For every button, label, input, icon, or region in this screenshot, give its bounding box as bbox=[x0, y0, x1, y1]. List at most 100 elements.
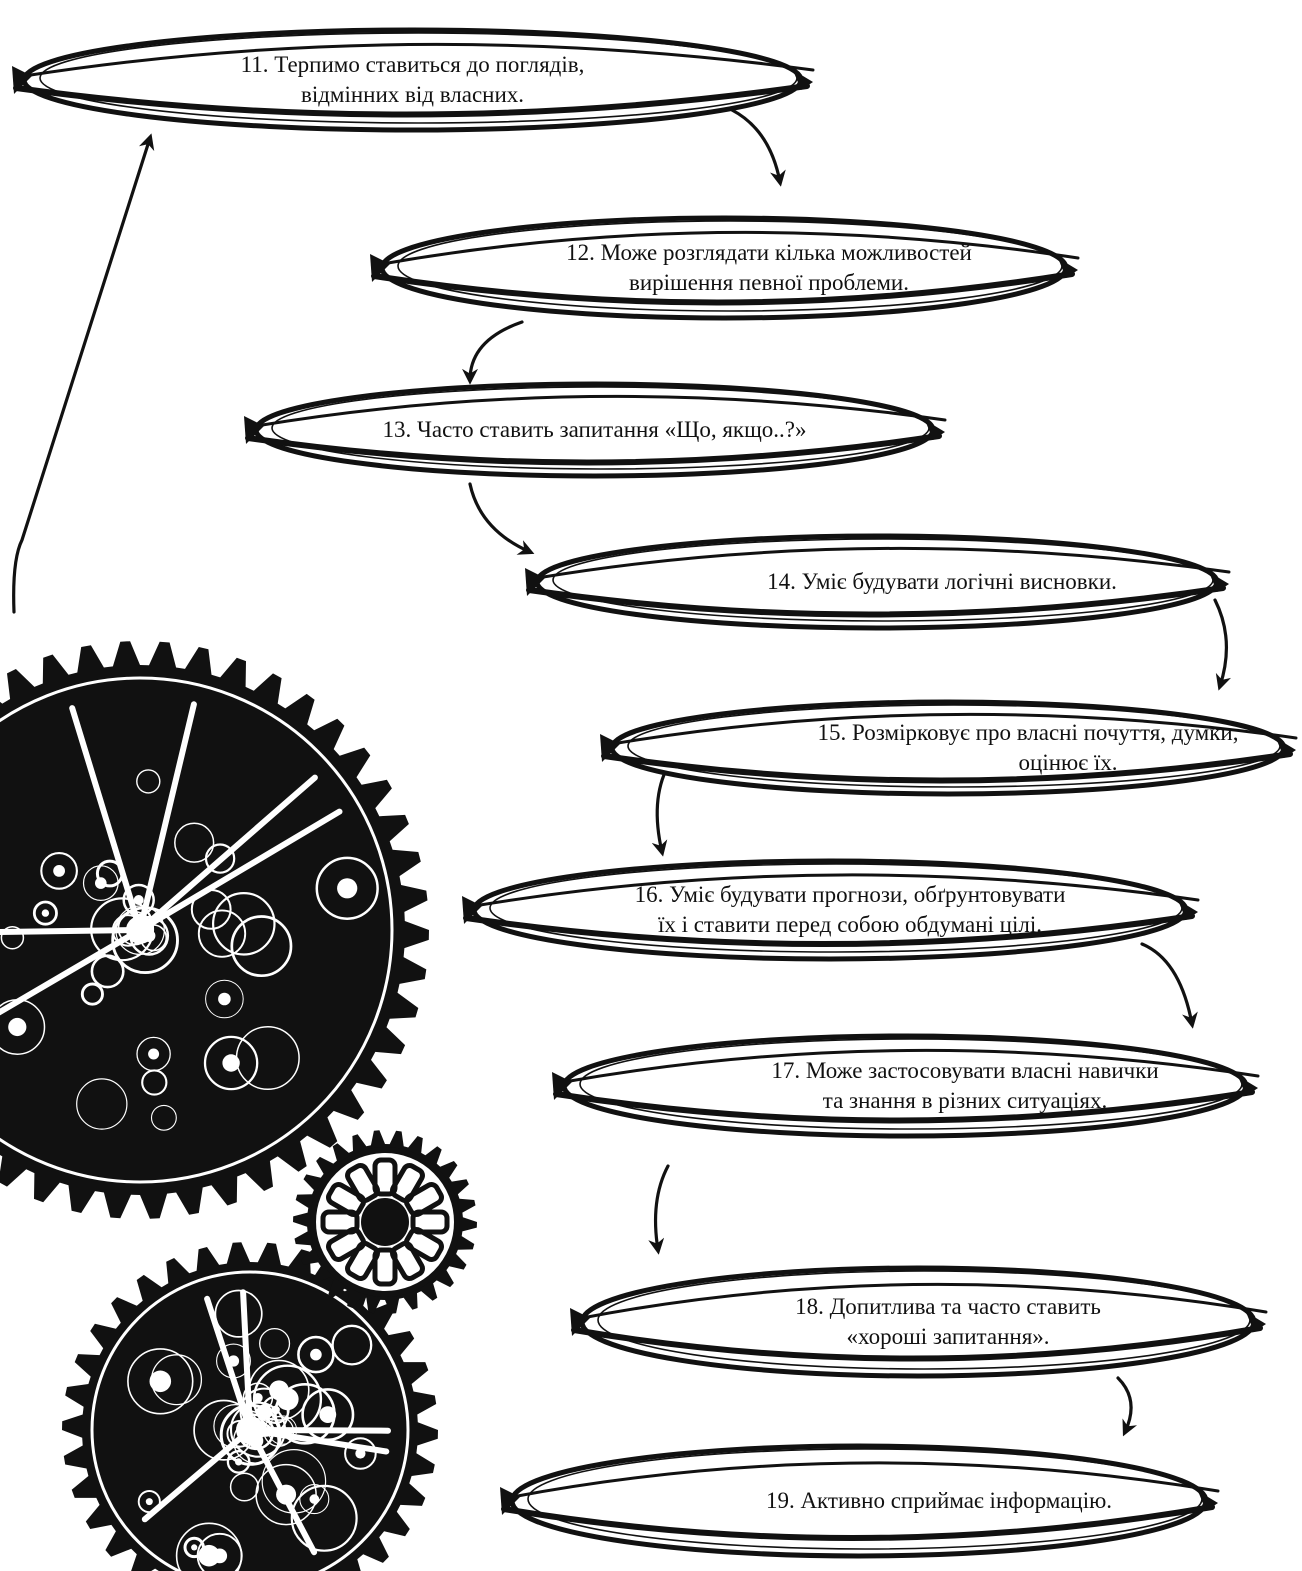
brush-top bbox=[22, 42, 815, 78]
gear-detail bbox=[214, 1289, 263, 1338]
brush-tail bbox=[463, 913, 1195, 947]
gear-detail bbox=[205, 979, 244, 1019]
brush-top bbox=[610, 712, 1298, 746]
gear-detail bbox=[203, 1035, 259, 1091]
gear-lever bbox=[137, 808, 343, 933]
gear-detail bbox=[122, 883, 155, 917]
curved-arrow-icon bbox=[648, 1164, 670, 1255]
wheel-slot bbox=[320, 1209, 360, 1235]
gear-detail bbox=[76, 1078, 128, 1130]
gear-hub bbox=[8, 1017, 27, 1037]
step-line: відмінних від власних. bbox=[300, 82, 525, 107]
step-node-18: 18. Допитлива та часто ставить«хороші за… bbox=[568, 1262, 1268, 1382]
brush-top bbox=[535, 546, 1231, 580]
gear-detail bbox=[175, 1522, 243, 1571]
brush-top bbox=[254, 394, 947, 428]
gear-center bbox=[236, 1416, 264, 1444]
brush-tail bbox=[13, 83, 810, 118]
wheel-slot bbox=[390, 1163, 425, 1204]
wheel-slot bbox=[403, 1227, 444, 1262]
gear-hub bbox=[41, 909, 50, 917]
brush-flick-left bbox=[12, 66, 32, 94]
gear-detail bbox=[255, 1463, 317, 1526]
brush-flick-left bbox=[500, 1487, 520, 1515]
step-node-15: 15. Розмірковує про власні почуття, думк… bbox=[598, 696, 1298, 800]
gear-detail bbox=[331, 1324, 373, 1366]
step-line: вирішення певної проблеми. bbox=[629, 270, 909, 295]
gear-lever bbox=[204, 1295, 253, 1433]
curved-arrow-icon bbox=[12, 133, 155, 614]
wheel-slot bbox=[326, 1182, 367, 1217]
step-node-13: 13. Часто ставить запитання «Що, якщо..?… bbox=[242, 378, 947, 482]
gear-lever bbox=[247, 1427, 318, 1556]
brush-top bbox=[472, 873, 1200, 908]
gear-hub bbox=[355, 1448, 366, 1459]
step-line: 17. Може застосовувати власні навички bbox=[771, 1058, 1159, 1083]
wheel-slot bbox=[345, 1240, 380, 1281]
gear-hub bbox=[95, 877, 107, 889]
gear-hub bbox=[218, 992, 231, 1006]
wheel-slot bbox=[326, 1227, 367, 1262]
step-line: 14. Уміє будувати логічні висновки. bbox=[767, 569, 1117, 594]
step-line: 18. Допитлива та часто ставить bbox=[795, 1294, 1101, 1319]
gear-detail bbox=[197, 909, 247, 958]
wheel-slot bbox=[410, 1209, 450, 1235]
gear-detail bbox=[290, 1484, 358, 1552]
brush-top bbox=[380, 230, 1080, 266]
gear-lever bbox=[247, 1427, 390, 1455]
gear-hub bbox=[148, 1048, 160, 1060]
step-node-16: 16. Уміє будувати прогнози, обґрунтовува… bbox=[460, 855, 1200, 965]
gear-detail bbox=[90, 954, 125, 989]
gear-detail bbox=[32, 900, 58, 926]
gear-detail bbox=[127, 1348, 194, 1415]
gear-detail bbox=[259, 1327, 291, 1360]
brush-flick-right bbox=[1276, 738, 1296, 758]
brush-flick-left bbox=[525, 568, 545, 596]
gear-detail bbox=[315, 856, 379, 920]
wheel-slot bbox=[345, 1163, 380, 1204]
gear-hub bbox=[310, 1348, 322, 1361]
gear-lever bbox=[0, 927, 143, 936]
brush-flick-left bbox=[244, 416, 264, 444]
wheel-slot bbox=[372, 1247, 398, 1287]
brush-flick-right bbox=[1246, 1312, 1266, 1332]
brush-flick-right bbox=[1198, 1491, 1218, 1511]
gear-detail bbox=[344, 1437, 377, 1470]
wheel-slot bbox=[372, 1157, 398, 1197]
gear-lever bbox=[247, 1427, 391, 1434]
gear-lever bbox=[137, 701, 197, 933]
gear-hub bbox=[53, 865, 65, 877]
brush-flick-left bbox=[462, 896, 482, 924]
step-line: 16. Уміє будувати прогнози, обґрунтовува… bbox=[634, 882, 1066, 907]
brush-tail bbox=[601, 751, 1293, 784]
gear-detail bbox=[150, 1104, 177, 1131]
brush-tail bbox=[371, 271, 1075, 306]
gear-lever bbox=[141, 1427, 253, 1523]
step-line: та знання в різних ситуаціях. bbox=[822, 1088, 1108, 1113]
gear-detail bbox=[212, 891, 276, 956]
brush-flick-right bbox=[793, 70, 813, 90]
curved-arrow-icon bbox=[462, 320, 524, 385]
step-node-14: 14. Уміє будувати логічні висновки. bbox=[523, 530, 1231, 634]
wheel-hub bbox=[361, 1198, 409, 1246]
brush-top bbox=[562, 1048, 1260, 1084]
gear-hub bbox=[337, 878, 358, 899]
gear-detail bbox=[299, 1484, 330, 1515]
gear-detail bbox=[0, 925, 25, 950]
step-line: 11. Терпимо ставиться до поглядів, bbox=[240, 52, 585, 77]
gear-detail bbox=[40, 852, 78, 890]
gear-detail bbox=[297, 1335, 335, 1374]
gear-hub bbox=[309, 1494, 320, 1504]
brush-flick-left bbox=[370, 254, 390, 282]
brush-tail bbox=[245, 433, 942, 466]
curved-arrow-icon bbox=[1116, 1376, 1137, 1437]
brush-flick-right bbox=[1238, 1076, 1258, 1096]
curved-arrow-icon bbox=[730, 108, 786, 187]
brush-tail bbox=[571, 1325, 1263, 1362]
brush-tail bbox=[501, 1504, 1215, 1541]
gear-face bbox=[0, 676, 394, 1184]
brush-tail bbox=[553, 1089, 1255, 1124]
brush-top bbox=[580, 1282, 1268, 1320]
